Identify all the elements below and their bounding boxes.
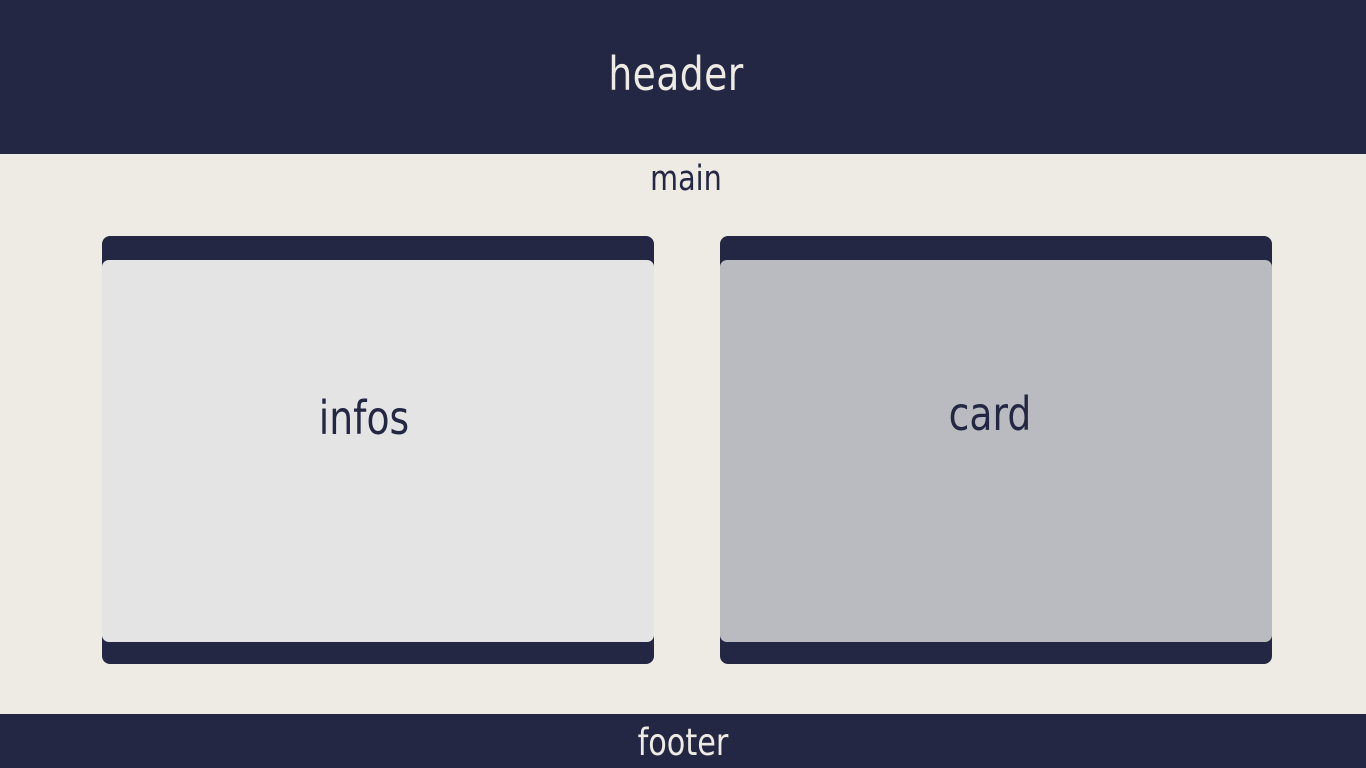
infos-label: infos [318, 391, 410, 445]
page-footer: footer [0, 714, 1366, 768]
infos-panel: infos [102, 236, 654, 664]
infos-panel-body: infos [102, 260, 654, 642]
page-header: header [0, 0, 1366, 154]
main-title: main [650, 159, 722, 199]
card-panel-body: card [720, 260, 1272, 642]
header-title: header [608, 47, 744, 101]
footer-title: footer [637, 721, 729, 764]
card-panel: card [720, 236, 1272, 664]
card-label: card [948, 387, 1032, 441]
